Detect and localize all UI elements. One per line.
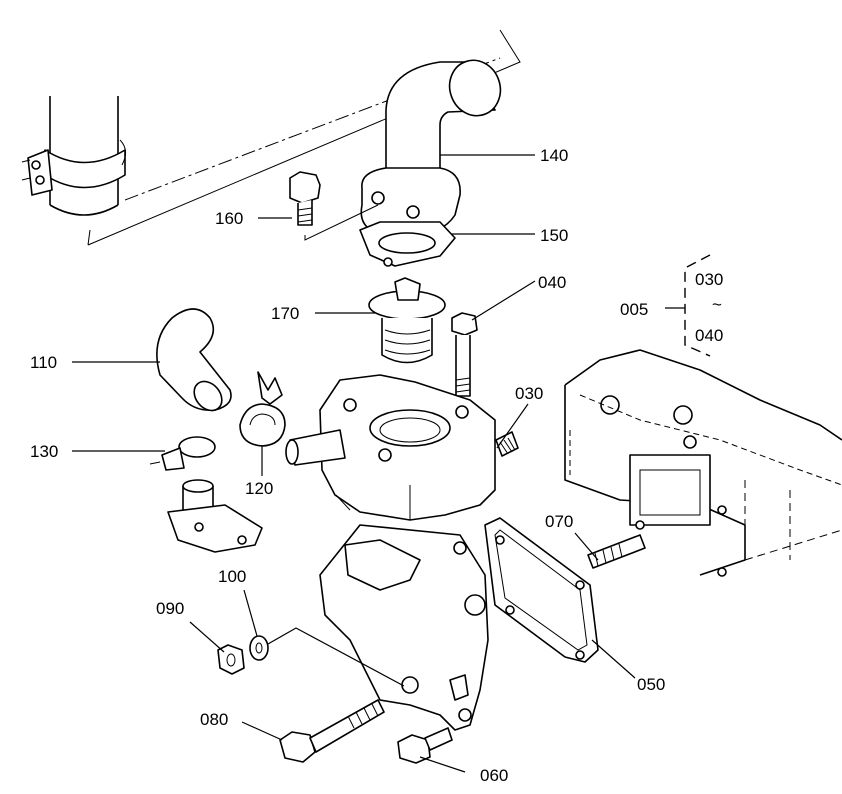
label-120: 120	[245, 479, 273, 498]
label-060: 060	[480, 766, 508, 785]
bypass-hose-110	[156, 308, 232, 412]
label-005: 005	[620, 300, 648, 319]
lower-pipe-flange	[167, 479, 263, 553]
clamp-120	[239, 371, 286, 447]
label-030: 030	[515, 384, 543, 403]
nut-090	[217, 644, 245, 675]
bolt-160	[289, 171, 379, 241]
label-group-040: 040	[695, 326, 723, 345]
label-170: 170	[271, 304, 299, 323]
label-070: 070	[545, 512, 573, 531]
gasket-150	[359, 221, 456, 267]
label-090: 090	[156, 599, 184, 618]
thermostat-170	[368, 277, 446, 364]
label-130: 130	[30, 442, 58, 461]
label-140: 140	[540, 146, 568, 165]
bolt-060	[397, 727, 453, 764]
thermostat-housing	[285, 374, 496, 521]
label-160: 160	[215, 209, 243, 228]
leader-lines	[72, 154, 636, 773]
label-110: 110	[30, 353, 57, 372]
label-050: 050	[637, 675, 665, 694]
callout-labels: 140 150 160 170 040 005 030 ~ 040 110 13…	[30, 146, 723, 785]
gasket-050	[484, 517, 599, 663]
bolt-040	[451, 312, 478, 397]
group-bracket	[665, 254, 711, 357]
clamp-130	[149, 436, 216, 471]
label-040: 040	[538, 273, 566, 292]
water-flange-housing	[319, 524, 489, 731]
engine-block	[564, 349, 842, 577]
label-group-030: 030	[695, 270, 723, 289]
elbow-pipe-140	[360, 59, 502, 237]
upper-hose-clamp	[21, 96, 126, 216]
label-group-tilde: ~	[712, 295, 722, 314]
label-150: 150	[540, 226, 568, 245]
bolt-080	[279, 699, 385, 763]
stud-070	[587, 534, 646, 569]
washer-100	[249, 635, 269, 661]
label-080: 080	[200, 710, 228, 729]
label-100: 100	[218, 567, 246, 586]
